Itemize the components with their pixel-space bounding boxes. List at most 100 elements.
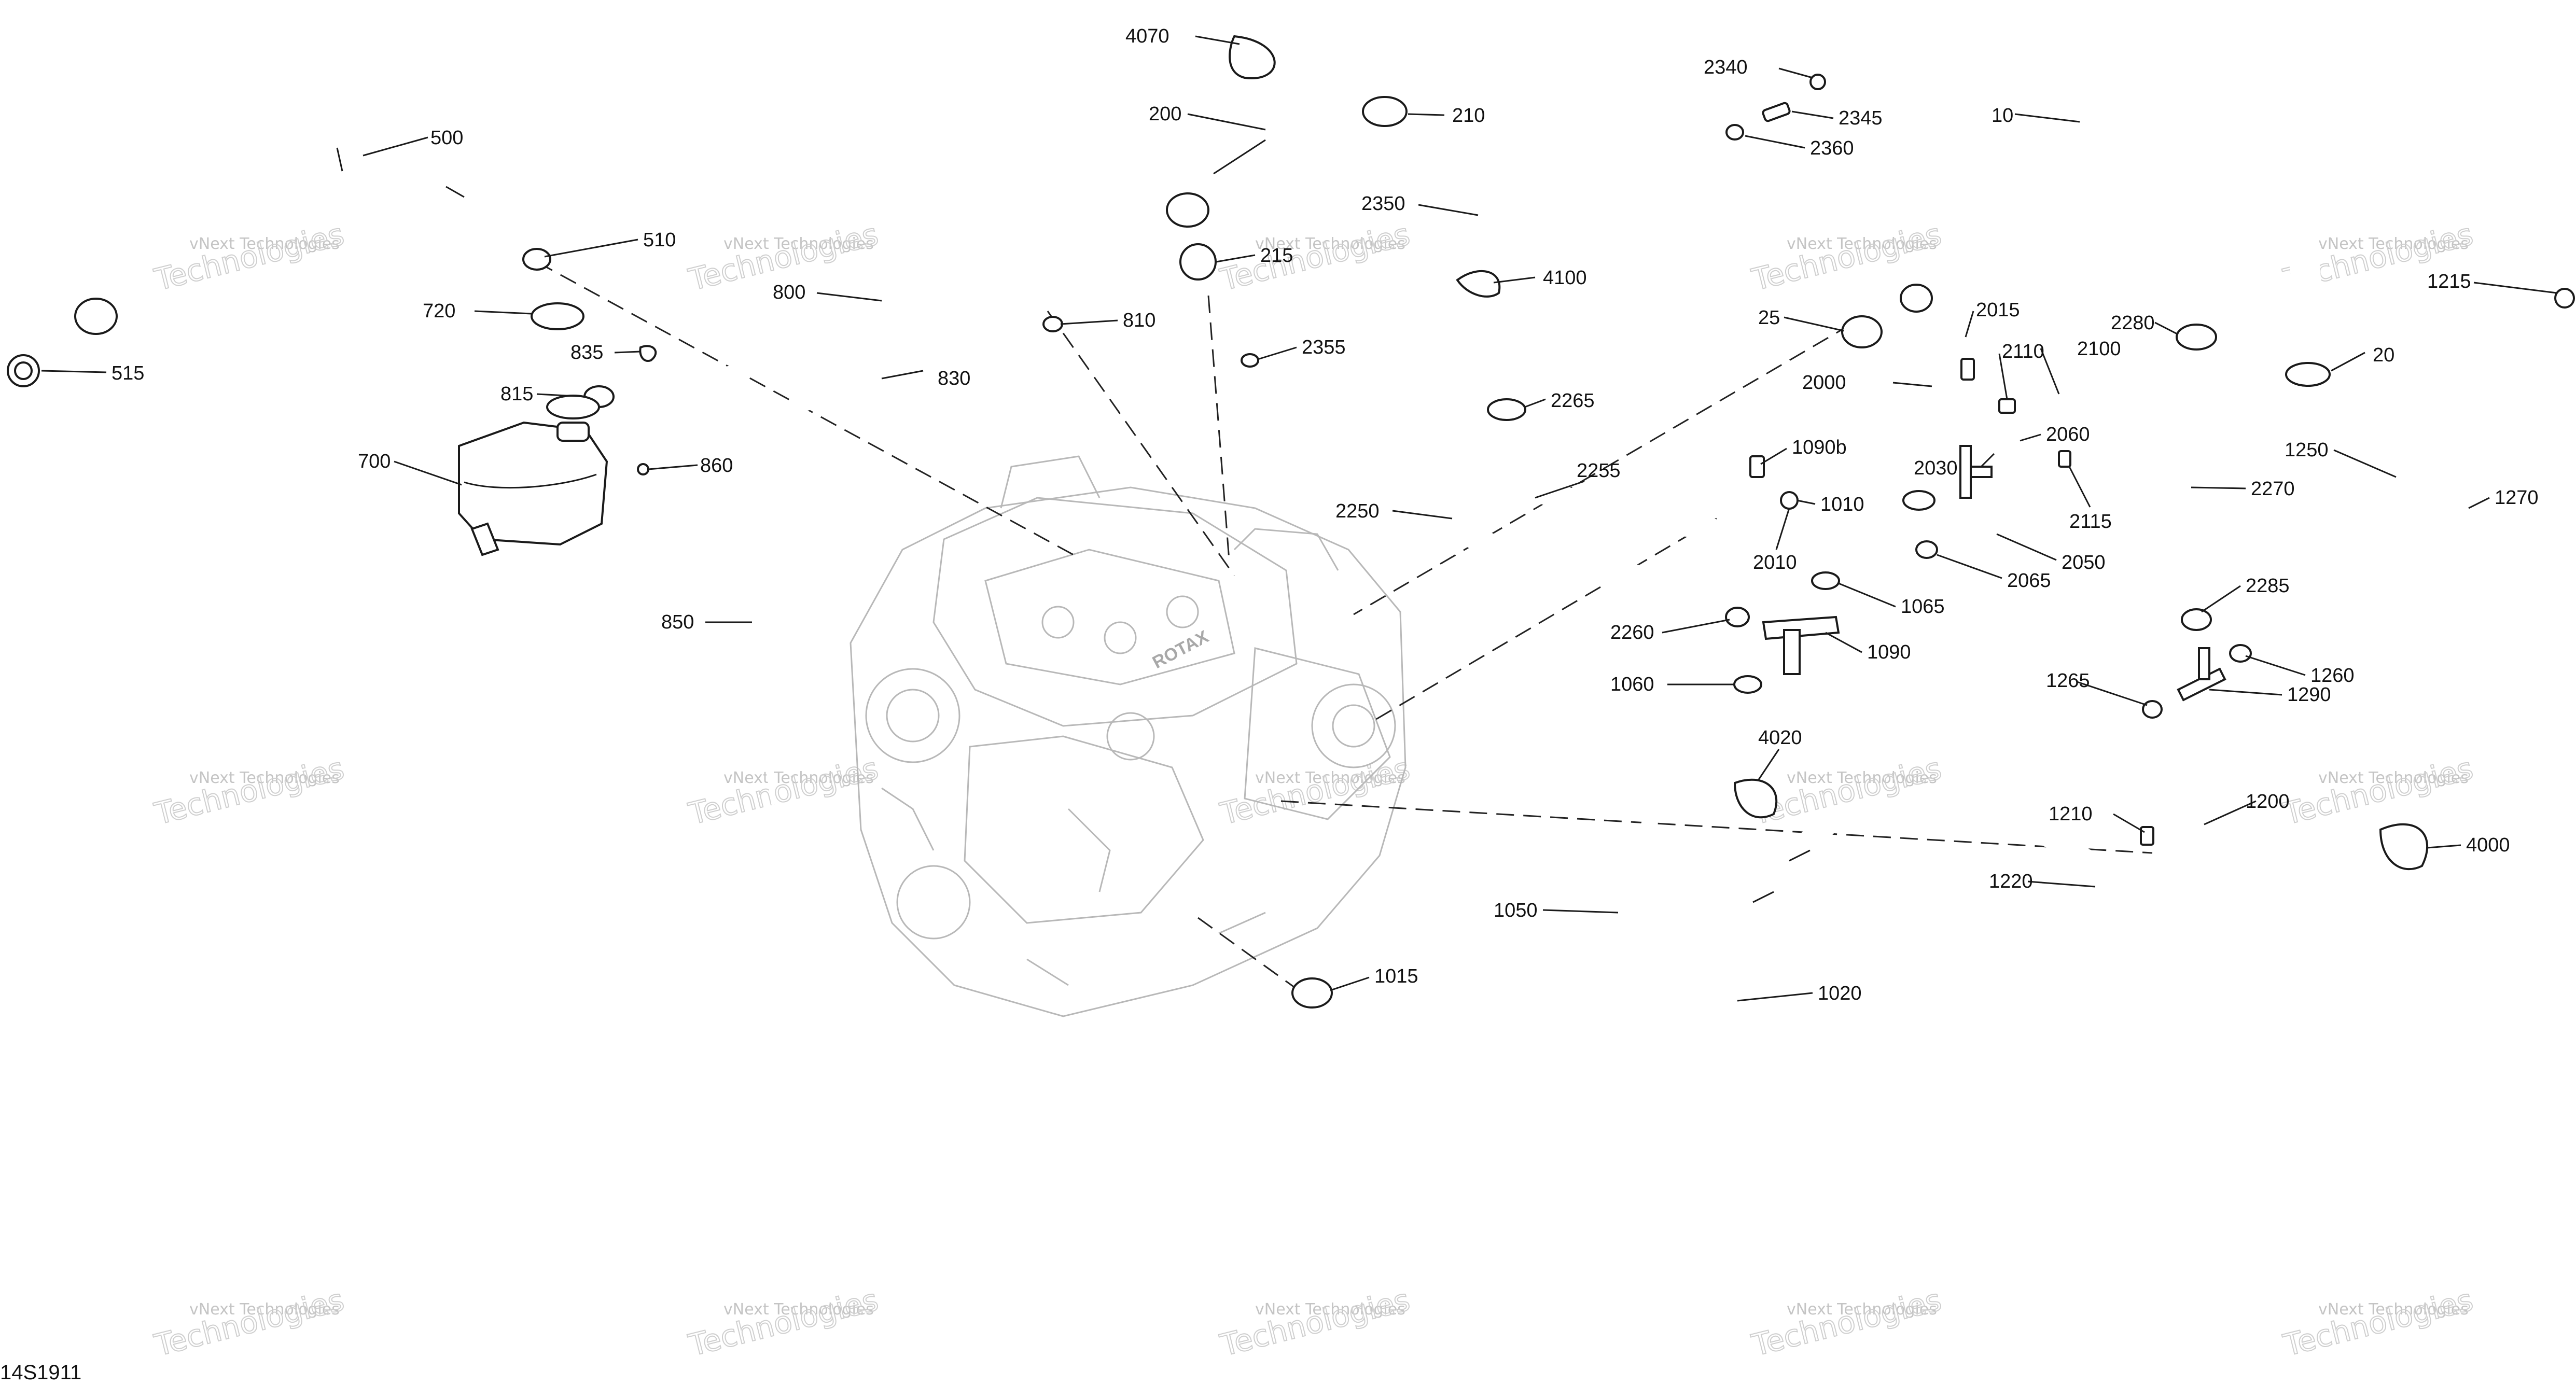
clamp-810[interactable] xyxy=(1042,316,1063,332)
part-label-1290: 1290 xyxy=(2287,684,2331,706)
part-label-2260: 2260 xyxy=(1610,622,1654,643)
part-label-25: 25 xyxy=(1758,307,1780,329)
plug-215[interactable] xyxy=(1179,243,1217,281)
part-label-800: 800 xyxy=(773,282,805,303)
part-label-4070: 4070 xyxy=(1125,25,1169,47)
hose-1050[interactable] xyxy=(1335,718,1704,1076)
clip-4000[interactable] xyxy=(2379,823,2428,871)
clamp-1065[interactable] xyxy=(1811,571,1840,590)
clamp-510[interactable] xyxy=(522,248,551,271)
part-label-1260: 1260 xyxy=(2310,665,2355,687)
part-label-2115: 2115 xyxy=(2069,511,2112,533)
hose-200[interactable] xyxy=(1166,3,1376,228)
part-label-210: 210 xyxy=(1452,105,1485,127)
part-label-1015: 1015 xyxy=(1374,965,1418,987)
clip-860[interactable] xyxy=(637,463,649,475)
bolt-2340[interactable] xyxy=(1809,74,1826,90)
part-label-2355: 2355 xyxy=(1302,337,1346,358)
watermark: vNext Technologies Technologies xyxy=(150,750,348,832)
clamp-1215[interactable] xyxy=(2554,288,2575,309)
clamp-1265[interactable] xyxy=(2142,700,2163,719)
clamp-2010[interactable] xyxy=(1780,491,1799,510)
part-label-2345: 2345 xyxy=(1839,107,1883,129)
fitting-2015[interactable] xyxy=(1960,358,1975,381)
part-label-1210: 1210 xyxy=(2049,803,2093,825)
watermark-text: Technologies xyxy=(1748,750,1945,831)
clamp-515[interactable] xyxy=(7,354,40,387)
reservoir-cap-720[interactable] xyxy=(531,302,584,330)
part-label-1090b: 1090b xyxy=(1792,437,1847,458)
hose-850[interactable] xyxy=(660,481,774,805)
hose-2250[interactable] xyxy=(1432,465,1723,603)
clamp-2260[interactable] xyxy=(1725,607,1750,627)
watermark-text: Technologies xyxy=(151,216,347,297)
clamp-2065[interactable] xyxy=(1915,540,1938,559)
watermark-text: Technologies xyxy=(2280,750,2476,831)
fitting-2060[interactable] xyxy=(2058,450,2071,468)
clamp-25[interactable] xyxy=(1841,315,1883,348)
part-label-2100: 2100 xyxy=(2077,338,2121,360)
clamp-20[interactable] xyxy=(2285,362,2331,387)
hose-2100[interactable] xyxy=(2033,394,2183,430)
watermark-text: vNext Technologies xyxy=(1255,235,1405,253)
part-label-2250: 2250 xyxy=(1335,500,1380,522)
watermark-text: Technologies xyxy=(2280,1282,2476,1363)
hose-500[interactable] xyxy=(57,132,511,335)
hose-800[interactable] xyxy=(635,269,1038,405)
coolant-reservoir-700[interactable] xyxy=(458,421,608,556)
part-label-2010: 2010 xyxy=(1753,552,1797,573)
hose-1250[interactable] xyxy=(2264,298,2528,640)
clamp-2355[interactable] xyxy=(1241,353,1259,368)
part-label-2270: 2270 xyxy=(2251,478,2295,500)
sensor-2345[interactable] xyxy=(1762,102,1791,122)
part-label-1065: 1065 xyxy=(1901,596,1945,618)
hose-2255[interactable] xyxy=(1482,465,1729,543)
clip-4100[interactable] xyxy=(1456,270,1501,298)
part-label-2050: 2050 xyxy=(2062,552,2106,573)
fitting-2030[interactable] xyxy=(1959,445,1993,499)
hose-2350[interactable] xyxy=(1263,148,1698,379)
hose-1020[interactable] xyxy=(1471,807,1843,1142)
part-label-2015: 2015 xyxy=(1976,299,2020,321)
watermark: vNext Technologies Technologies xyxy=(150,1281,348,1363)
clamp-1010[interactable] xyxy=(1902,490,1936,511)
hose-1270[interactable] xyxy=(2347,350,2572,664)
hose-1220[interactable] xyxy=(2010,765,2269,920)
watermark-text: Technologies xyxy=(151,1282,347,1363)
tee-fitting-1090[interactable] xyxy=(1762,615,1840,675)
hose-830[interactable] xyxy=(661,321,1022,449)
fitting-2360[interactable] xyxy=(1725,124,1744,141)
clamp-1210[interactable] xyxy=(2140,826,2154,846)
clamp-1260[interactable] xyxy=(2229,644,2252,663)
watermark: vNext Technologies Technologies xyxy=(1216,1281,1414,1363)
hose-1010[interactable] xyxy=(1837,520,1907,598)
figure-id: 14S1911 xyxy=(0,1361,81,1384)
watermark: vNext Technologies Technologies xyxy=(2279,1281,2477,1363)
part-label-1215: 1215 xyxy=(2427,271,2471,292)
watermark-text: vNext Technologies xyxy=(189,1300,340,1319)
part-label-4020: 4020 xyxy=(1758,727,1802,749)
part-label-500: 500 xyxy=(430,127,463,149)
clamp-4020[interactable] xyxy=(1733,778,1778,819)
clamp-2265[interactable] xyxy=(1487,398,1526,421)
part-label-1020: 1020 xyxy=(1818,983,1862,1004)
clip-835[interactable] xyxy=(639,345,657,362)
clamp-210[interactable] xyxy=(1362,96,1408,127)
fitting-2110[interactable] xyxy=(1998,398,2016,414)
watermark-text: Technologies xyxy=(1748,1282,1945,1363)
hose-1200[interactable] xyxy=(2093,713,2347,879)
clamp-1015[interactable] xyxy=(1291,977,1333,1009)
clamp-815[interactable] xyxy=(546,385,615,419)
clamp-2285[interactable] xyxy=(2181,608,2212,631)
clamp-4070[interactable] xyxy=(1229,35,1276,79)
hose-2270[interactable] xyxy=(2169,361,2239,603)
fitting-1090b[interactable] xyxy=(1749,455,1765,478)
hose-2050[interactable] xyxy=(1954,505,1993,545)
clamp-1060[interactable] xyxy=(1733,675,1762,694)
watermark-text: Technologies xyxy=(685,1282,882,1363)
part-label-1060: 1060 xyxy=(1610,674,1654,695)
part-label-2285: 2285 xyxy=(2246,575,2290,597)
tee-fitting-1290[interactable] xyxy=(2177,647,2226,702)
clamp-2280[interactable] xyxy=(2176,324,2217,351)
hose-10[interactable] xyxy=(1900,63,2323,316)
